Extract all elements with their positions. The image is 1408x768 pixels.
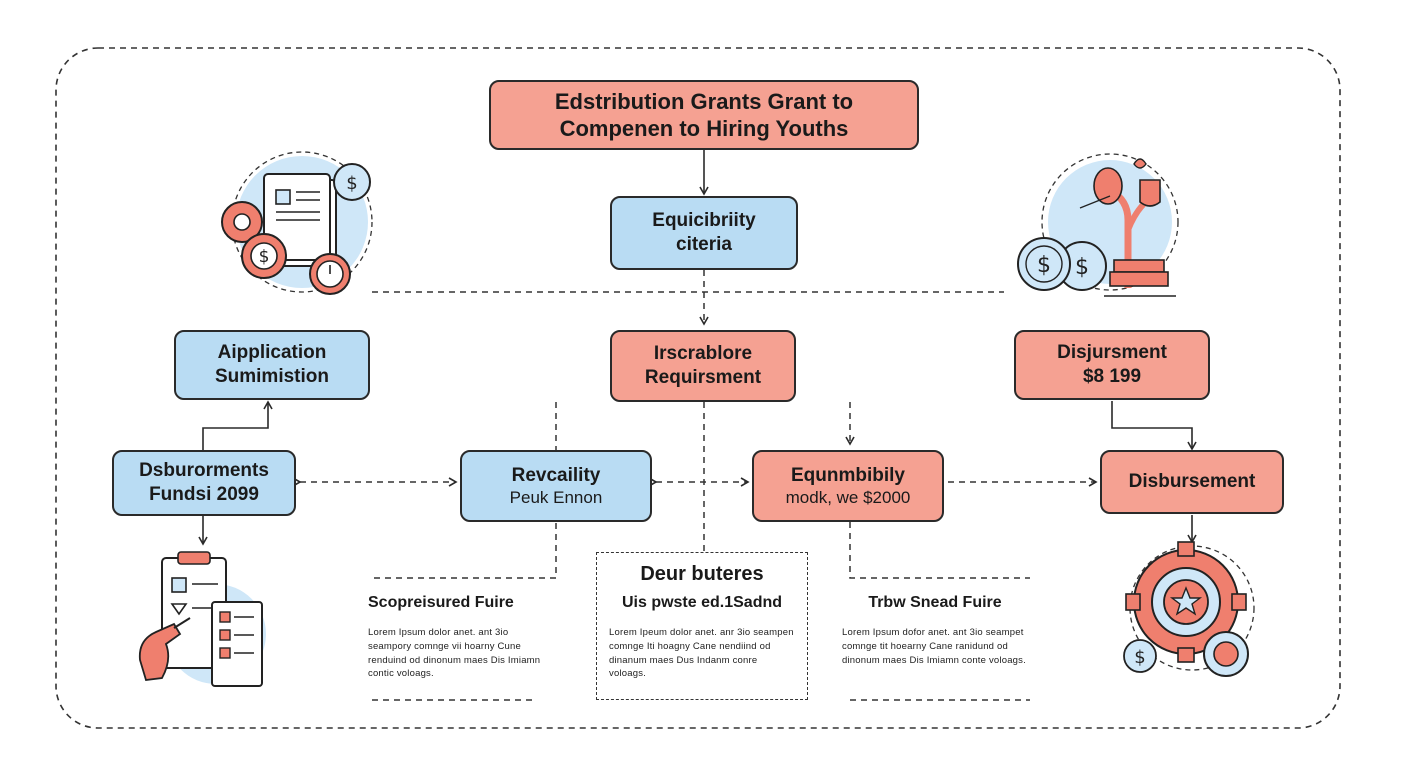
node-eligibility-line2: citeria [676, 234, 732, 255]
outer-dashed-frame [55, 47, 1341, 729]
node-top-line1: Edstribution Grants Grant to [554, 88, 854, 114]
svg-text:$: $ [1037, 253, 1051, 278]
node-disbursement-line1: Disbursement [1128, 471, 1256, 493]
node-top-title: Edstribution Grants Grant to Compenen to… [489, 80, 919, 150]
node-dsburments-line2: Fundsi 2099 [149, 484, 259, 505]
text-block-right: Trbw Snead Fuire Lorem Ipsum dofor anet.… [842, 594, 1028, 667]
node-eligibility: Equicibriity citeria [610, 196, 798, 270]
node-revcaility: Revcaility Peuk Ennon [460, 450, 652, 522]
svg-text:$: $ [1134, 647, 1145, 668]
text-block-left-body: Lorem Ipsum dolor anet. ant 3io seampory… [368, 627, 541, 680]
node-equnmbily-line1: Equnmbibily [791, 464, 905, 486]
text-block-center-heading: Uis pwste ed.1Sadnd [621, 594, 783, 611]
text-block-right-body: Lorem Ipsum dofor anet. ant 3io seampet … [842, 627, 1026, 666]
node-disjursment-line1: Disjursment [1057, 342, 1167, 364]
node-application-line1: Aipplication [217, 342, 327, 364]
node-application: Aipplication Sumimistion [174, 330, 370, 400]
connector-disjursment-to-disbursement [1111, 401, 1197, 451]
text-block-center-body: Lorem Ipeum dolor anet. anr 3io seampen … [609, 627, 794, 680]
svg-text:$: $ [346, 173, 357, 194]
node-eligibility-line1: Equicibriity [652, 210, 756, 232]
document-gears-dollar-icon: $ $ [221, 151, 373, 295]
text-block-right-heading: Trbw Snead Fuire [868, 594, 1002, 611]
node-insurable: Irscrablore Requirsment [610, 330, 796, 402]
node-revcaility-line2: Peuk Ennon [509, 488, 603, 508]
connector-dsburments-to-application [202, 400, 273, 451]
node-equnmbily-line2: modk, we $2000 [785, 488, 911, 508]
node-top-line2: Compenen to Hiring Youths [559, 116, 849, 141]
node-application-line2: Sumimistion [214, 366, 329, 387]
text-block-center: Deur buteres Uis pwste ed.1Sadnd Lorem I… [596, 552, 808, 700]
svg-text:$: $ [259, 247, 270, 267]
text-block-center-title: Deur buteres [640, 563, 764, 585]
node-insurable-line1: Irscrablore [653, 343, 753, 365]
node-equnmbily: Equnmbibily modk, we $2000 [752, 450, 944, 522]
coins-growth-plant-icon: $ $ [1017, 153, 1179, 297]
node-insurable-line2: Requirsment [644, 367, 762, 388]
node-revcaility-line1: Revcaility [511, 464, 601, 486]
gear-dollar-icon: $ [1123, 541, 1255, 677]
node-disbursement: Disbursement [1100, 450, 1284, 514]
node-dsburments: Dsburorments Fundsi 2099 [112, 450, 296, 516]
node-disjursment-line2: $8 199 [1082, 366, 1142, 387]
text-block-left: Scopreisured Fuire Lorem Ipsum dolor ane… [368, 594, 552, 681]
svg-text:$: $ [1075, 255, 1089, 280]
text-block-left-heading: Scopreisured Fuire [368, 594, 514, 611]
checklist-clipboard-icon [138, 551, 266, 687]
dashed-equnmbily-down [849, 522, 1030, 579]
node-disjursment: Disjursment $8 199 [1014, 330, 1210, 400]
node-dsburments-line1: Dsburorments [139, 460, 269, 482]
